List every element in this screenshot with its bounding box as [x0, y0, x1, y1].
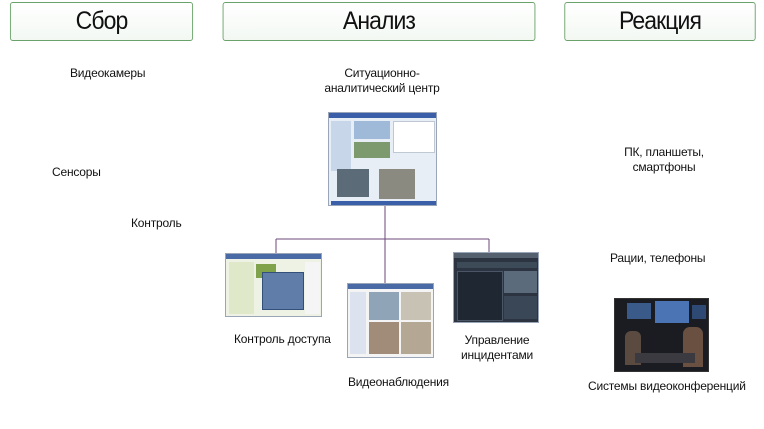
- camera-view-3: [369, 322, 399, 354]
- label-situation-center-line1: Ситуационно-: [344, 66, 420, 80]
- incident-management-screenshot: [453, 252, 539, 323]
- panel-status: [354, 142, 390, 158]
- panel-map: [504, 296, 537, 319]
- desk: [635, 353, 695, 363]
- label-devices-line1: ПК, планшеты,: [624, 145, 704, 159]
- window-titlebar: [454, 253, 538, 258]
- camera-view-2: [401, 292, 431, 320]
- panel-toolbar: [457, 262, 537, 268]
- screen-center: [655, 301, 689, 323]
- label-devices: ПК, планшеты, смартфоны: [612, 145, 716, 175]
- panel-right: [305, 262, 320, 314]
- camera-view-4: [401, 322, 431, 354]
- header-collect: Сбор: [9, 2, 194, 41]
- label-incident-management-line2: инцидентами: [461, 348, 533, 362]
- panel-map: [354, 121, 390, 139]
- window-titlebar: [329, 113, 436, 118]
- video-surveillance-screenshot: [347, 283, 434, 358]
- label-control: Контроль: [131, 216, 182, 230]
- label-video-conferencing: Системы видеоконференций: [588, 379, 746, 393]
- panel-list: [457, 271, 503, 321]
- screen-left: [627, 303, 651, 319]
- label-incident-management-line1: Управление: [464, 333, 530, 347]
- panel-grid: [393, 121, 435, 153]
- camera-view-2: [379, 169, 415, 199]
- label-sensors: Сенсоры: [52, 165, 101, 179]
- label-access-control: Контроль доступа: [234, 332, 331, 346]
- window-titlebar: [226, 254, 321, 259]
- label-situation-center: Ситуационно- аналитический центр: [322, 66, 442, 96]
- header-analysis: Анализ: [222, 2, 536, 41]
- label-devices-line2: смартфоны: [632, 160, 696, 174]
- panel-sidebar: [331, 121, 351, 171]
- window-titlebar: [348, 284, 433, 289]
- panel-detail: [504, 271, 537, 293]
- situation-center-screenshot: [328, 112, 437, 206]
- label-radios-phones: Рации, телефоны: [610, 251, 706, 265]
- screen-right: [692, 305, 706, 319]
- window-taskbar: [331, 201, 436, 205]
- access-control-screenshot: [225, 253, 322, 317]
- camera-view: [262, 272, 304, 310]
- header-reaction: Реакция: [564, 2, 756, 41]
- label-video-surveillance: Видеонаблюдения: [348, 375, 449, 389]
- video-conference-photo: [614, 298, 709, 372]
- label-situation-center-line2: аналитический центр: [324, 81, 440, 95]
- camera-view-1: [369, 292, 399, 320]
- panel-left: [229, 262, 254, 314]
- label-incident-management: Управление инцидентами: [452, 333, 542, 363]
- panel-sidebar: [350, 292, 366, 354]
- label-cameras: Видеокамеры: [70, 66, 146, 80]
- camera-view-1: [337, 169, 369, 197]
